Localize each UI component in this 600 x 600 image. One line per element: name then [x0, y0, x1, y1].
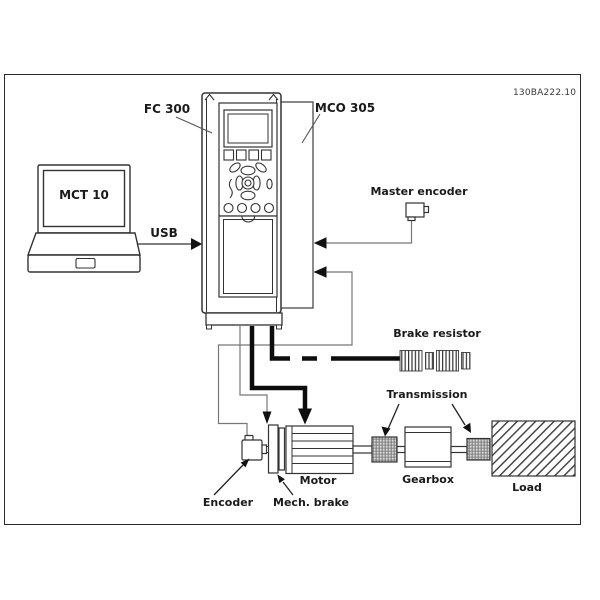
fc300-drive — [201, 92, 283, 330]
feedback-arrowhead — [313, 266, 327, 278]
drive-round-button — [263, 202, 275, 214]
mech-brake-arrow-line — [282, 481, 294, 496]
drive-menu-button — [248, 149, 260, 161]
mech-brake-control-line — [239, 326, 272, 424]
figure-ref-number: 130BA222.10 — [513, 88, 577, 98]
drive-display-inner — [227, 113, 269, 144]
gearbox-input-shaft — [396, 445, 406, 454]
drive-menu-buttons — [223, 149, 272, 161]
master-encoder-symbol — [405, 202, 430, 222]
fc300-leader — [175, 116, 213, 134]
master-encoder-connector — [423, 205, 430, 214]
drive-hand-glyph — [228, 178, 233, 199]
drive-round-button — [223, 202, 234, 214]
usb-arrowhead — [191, 238, 203, 250]
laptop-keyboard-deck — [27, 232, 141, 256]
encoder-body — [241, 439, 263, 461]
label-arrows — [213, 403, 471, 496]
encoder-feedback-line — [217, 266, 353, 436]
drive-round-button — [236, 202, 248, 214]
drive-base-flange — [205, 312, 283, 326]
transmission-coupling-2 — [466, 437, 491, 461]
mech-brake-control-path — [239, 326, 268, 412]
drive-door-notch — [241, 216, 256, 223]
transmission-arrow-left-head — [381, 426, 391, 437]
drive-door-inner — [223, 219, 273, 294]
mech-brake-plate — [278, 427, 286, 471]
brake-cable — [269, 326, 401, 361]
mech-brake-label: Mech. brake — [273, 496, 349, 509]
transmission-arrow-right-line — [451, 403, 466, 426]
laptop — [27, 164, 141, 273]
encoder-arrow-line — [213, 464, 244, 496]
pc-label: MCT 10 — [59, 188, 109, 202]
motor-cable-path — [249, 326, 308, 409]
drive-round-button — [250, 202, 261, 214]
master-encoder-foot — [407, 216, 416, 222]
laptop-screen-inner — [42, 169, 126, 228]
transmission-label: Transmission — [386, 388, 468, 401]
drive-nav-ok-inner — [244, 179, 252, 187]
load-block — [491, 420, 576, 477]
motor-label: Motor — [299, 474, 337, 487]
encoder-arrow-head — [240, 458, 250, 468]
brake-resistor-block — [436, 350, 459, 372]
feedback-path — [217, 271, 353, 436]
drive-foot-right — [276, 324, 282, 330]
option-label: MCO 305 — [314, 101, 376, 115]
drivetrain — [241, 420, 576, 477]
brake-resistor-block — [399, 350, 423, 372]
drive-menu-button — [223, 149, 235, 161]
master-encoder-body — [405, 202, 425, 218]
mech-brake-arrow-head — [277, 474, 285, 484]
drive-mount-tab-left — [204, 93, 215, 101]
master-encoder-label: Master encoder — [370, 185, 468, 198]
motor-output-shaft — [352, 445, 373, 454]
laptop-touchpad-button — [75, 257, 96, 269]
motor-cable — [249, 326, 312, 425]
transmission-coupling-1 — [371, 436, 398, 463]
mech-brake-plate — [267, 424, 279, 474]
drive-label: FC 300 — [143, 102, 191, 116]
master-encoder-line — [313, 220, 413, 249]
drive-menu-button — [235, 149, 247, 161]
motor-ribs — [292, 433, 353, 464]
usb-cable — [137, 238, 203, 250]
mco305-leader — [301, 113, 321, 144]
drive-round-buttons — [223, 202, 275, 214]
brake-resistor-block — [425, 352, 434, 370]
mech-brake-control-arrowhead — [262, 411, 272, 424]
drive-foot-left — [206, 324, 212, 330]
usb-label: USB — [150, 226, 178, 240]
leader-lines — [175, 113, 321, 144]
gearbox-output-shaft — [450, 445, 468, 454]
drive-mount-tab-right — [268, 93, 279, 101]
encoder-label: Encoder — [202, 496, 254, 509]
drive-nav-cluster — [228, 162, 273, 201]
gearbox-label: Gearbox — [402, 473, 454, 486]
master-encoder-path — [326, 220, 413, 244]
load-label: Load — [512, 481, 542, 494]
motor-cable-arrowhead — [298, 408, 312, 425]
drive-nav-corner-right — [255, 162, 267, 173]
brake-resistor-label: Brake resistor — [393, 327, 481, 340]
master-encoder-arrowhead — [313, 237, 327, 249]
brake-resistor-symbol — [399, 350, 471, 372]
transmission-arrow-left-line — [387, 403, 400, 430]
brake-resistor-block — [461, 352, 471, 370]
encoder-shaft-nub — [261, 444, 268, 455]
drive-nav-up — [240, 165, 256, 176]
gearbox-body — [404, 426, 452, 468]
drive-nav-corner-left — [229, 162, 241, 173]
drive-menu-button — [260, 149, 272, 161]
drive-side-key — [266, 178, 273, 190]
brake-cable-start — [269, 326, 290, 361]
transmission-arrow-right-head — [462, 422, 471, 433]
drive-nav-down — [240, 190, 256, 201]
